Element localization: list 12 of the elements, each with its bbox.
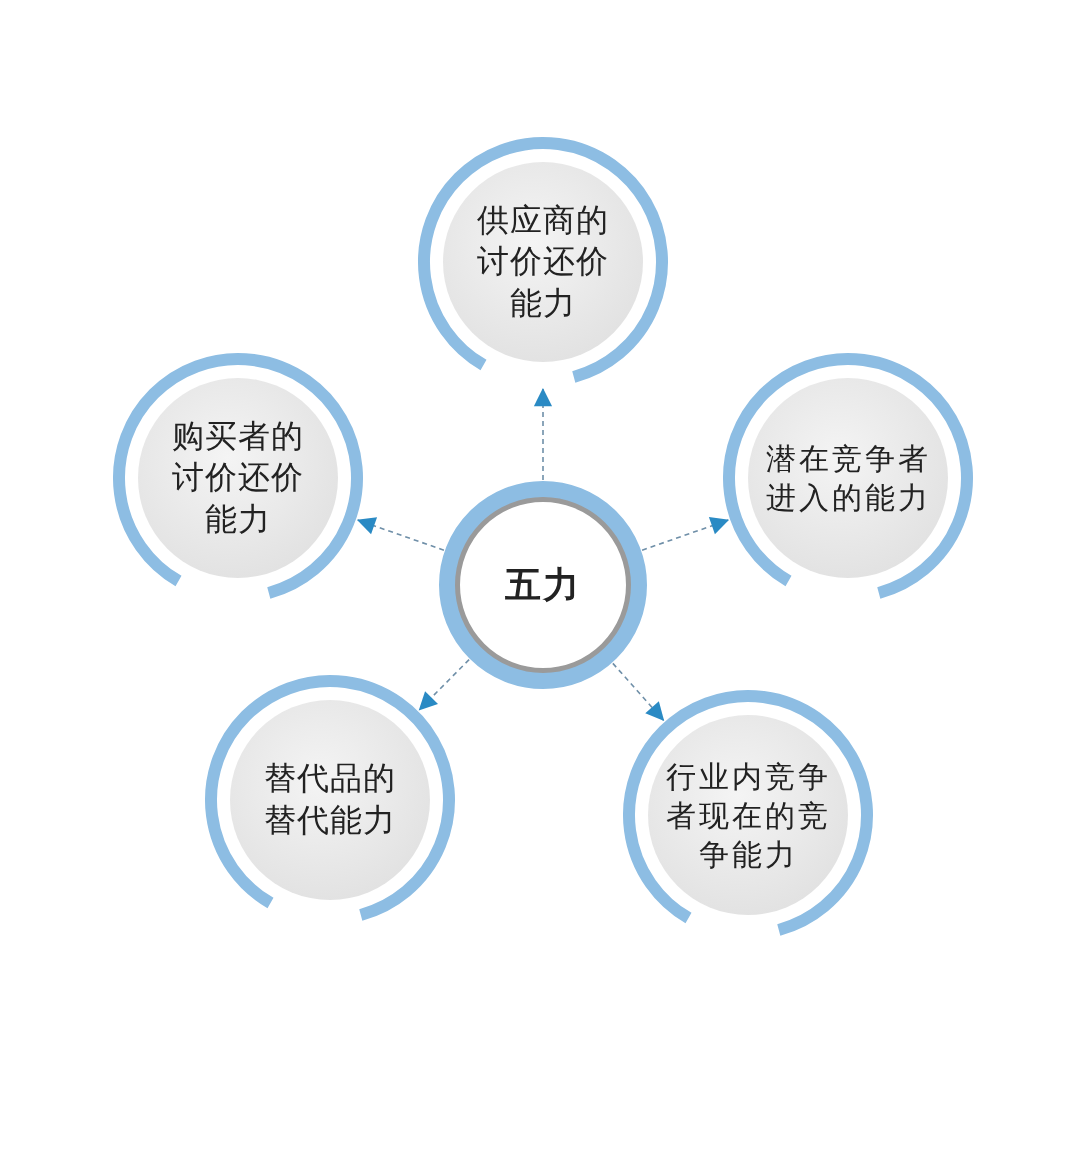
arrow <box>356 517 445 552</box>
arrow <box>533 388 553 481</box>
node-label: 替代品的替代能力 <box>263 758 397 841</box>
arrow <box>641 517 730 552</box>
node-label: 行业内竞争者现在的竞争能力 <box>664 757 832 874</box>
node-label: 供应商的讨价还价能力 <box>476 199 610 324</box>
center-circle <box>438 480 648 690</box>
arrow <box>612 662 665 721</box>
arrow <box>418 658 470 711</box>
node-label: 购买者的讨价还价能力 <box>171 415 305 540</box>
node-label: 潜在竞争者进入的能力 <box>764 440 932 517</box>
node-label: 五力 <box>505 562 581 607</box>
